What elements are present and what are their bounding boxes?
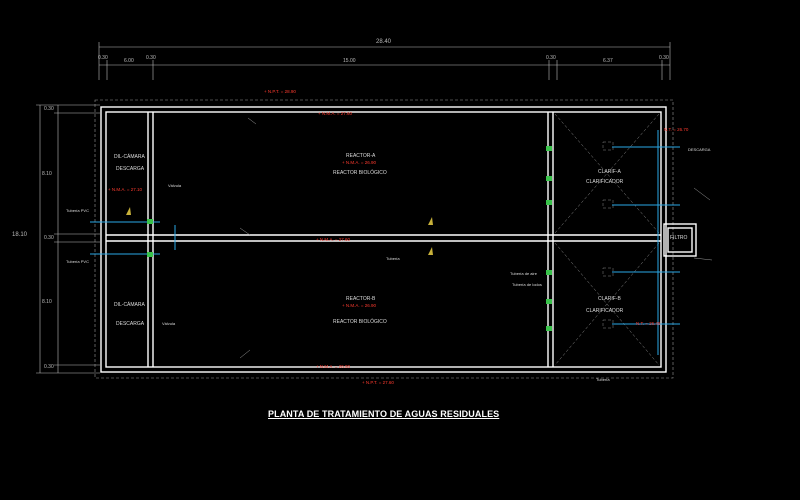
dimension-seg3: 0.30 [146, 55, 156, 61]
annotation-9: Tubería [596, 377, 610, 382]
dimension-seg6: 6.37 [603, 58, 613, 64]
dimension-seg2: 6.00 [124, 58, 134, 64]
level-clarifier-top: N.T. = 26.70 [664, 127, 689, 132]
lower-clarifier-sub: CLARIFICADOR [586, 308, 624, 314]
left-dimension-lines [36, 104, 100, 374]
dimension-row3: 0.30 [44, 235, 54, 241]
dimension-row4: 8.10 [42, 299, 52, 305]
annotation-1: Tubería PVC [66, 208, 89, 213]
annotation-6: Tubería de aire [510, 271, 537, 276]
total-width-dimension: 18.10 [12, 232, 28, 238]
annotation-3: Tubería PVC [66, 259, 89, 264]
lower-basin-sub: REACTOR BIOLÓGICO [333, 319, 387, 325]
level-top-npt: + N.P.T. = 28.90 [264, 89, 296, 94]
total-length-dimension: 28.40 [376, 39, 392, 45]
upper-left-chamber-sub: DESCARGA [116, 166, 145, 172]
dimension-seg5: 0.30 [546, 55, 556, 61]
upper-clarifier-name: CLARIF-A [598, 169, 621, 175]
dimension-seg4: 15.00 [343, 58, 356, 64]
section-markers [126, 207, 433, 255]
level-mid: + N.M.A. = 27.60 [316, 237, 351, 242]
walls [100, 106, 697, 373]
dimension-row1: 0.30 [44, 106, 54, 112]
level-bottom-wall: + N.M.A. = 26.90 [316, 364, 351, 369]
upper-basin-sub: REACTOR BIOLÓGICO [333, 170, 387, 176]
annotation-2: Válvula [168, 183, 182, 188]
lower-left-chamber-sub: DESCARGA [116, 321, 145, 327]
dimension-seg7: 0.30 [659, 55, 669, 61]
annotation-4: Válvula [162, 321, 176, 326]
dimension-row2: 8.10 [42, 171, 52, 177]
clarifier-hoppers [554, 113, 660, 366]
upper-left-chamber-name: DIL-CÁMARA [114, 154, 145, 160]
lower-clarifier-name: CLARIF-B [598, 296, 621, 302]
level-top-wall: + N.M.A. = 27.60 [318, 111, 353, 116]
pipes [90, 130, 680, 355]
drawing-title: PLANTA DE TRATAMIENTO DE AGUAS RESIDUALE… [268, 409, 500, 419]
dimension-seg1: 0.30 [98, 55, 108, 61]
level-bottom-npt: + N.P.T. = 27.60 [362, 380, 394, 385]
upper-basin-level: + N.M.A. = 26.90 [342, 160, 377, 165]
level-left: + N.M.A. = 27.10 [108, 187, 143, 192]
upper-basin-name: REACTOR-A [346, 153, 376, 159]
level-clarifier-bottom: N.T. = 26.45 [636, 321, 661, 326]
filter-name: FILTRO [670, 235, 688, 241]
lower-basin-name: REACTOR-B [346, 296, 376, 302]
annotation-7: Tubería de lodos [512, 282, 542, 287]
leader-lines [239, 117, 713, 359]
upper-clarifier-sub: CLARIFICADOR [586, 179, 624, 185]
annotation-5: DESCARGA [688, 147, 711, 152]
annotation-8: Tubería [386, 256, 400, 261]
lower-left-chamber-name: DIL-CÁMARA [114, 302, 145, 308]
site-boundary [94, 99, 674, 379]
top-dimension-lines [98, 42, 671, 80]
dimension-row5: 0.30 [44, 364, 54, 370]
lower-basin-level: + N.M.A. = 26.90 [342, 303, 377, 308]
valves [147, 146, 552, 331]
